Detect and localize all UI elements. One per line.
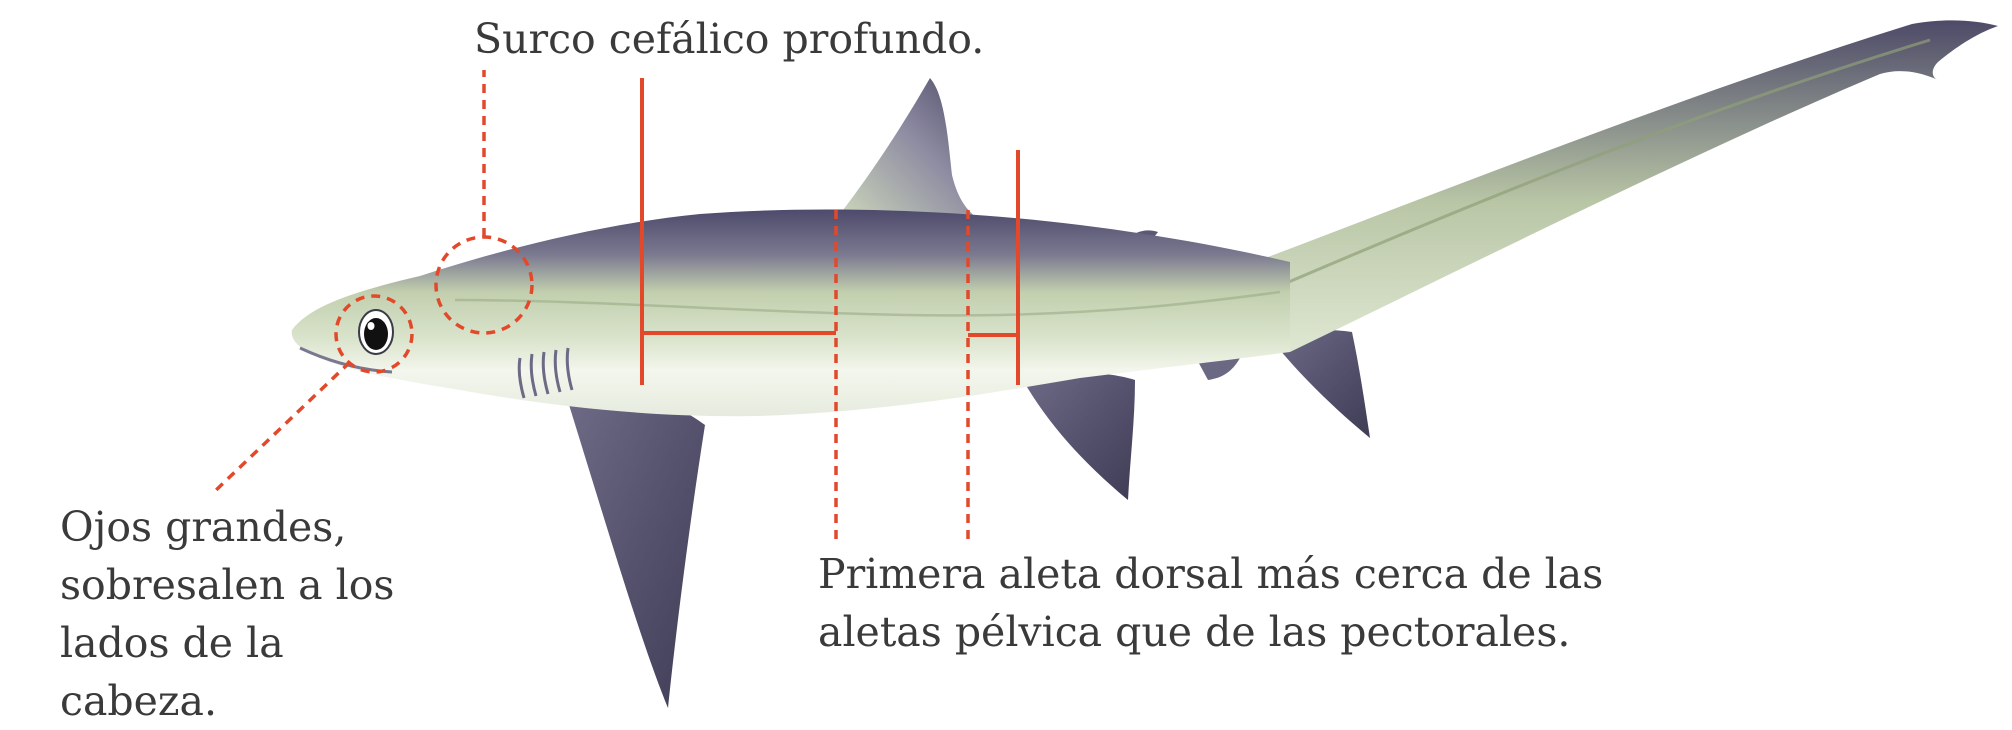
label-eyes: Ojos grandes, sobresalen a los lados de …	[60, 498, 394, 730]
label-eyes-line: sobresalen a los	[60, 561, 395, 609]
pectoral-fin	[565, 391, 705, 708]
label-eyes-line: cabeza.	[60, 677, 217, 725]
lateral-line	[454, 290, 1281, 317]
label-dorsal-line: Primera aleta dorsal más cerca de las	[818, 550, 1604, 598]
eye-highlight-circle	[334, 294, 414, 374]
first-dorsal-fin	[840, 78, 980, 220]
eye-leader-line	[212, 360, 352, 494]
tail-lateral-line	[1269, 38, 1931, 292]
label-cephalic-groove: Surco cefálico profundo.	[474, 15, 985, 63]
annotation-lines	[212, 70, 1020, 542]
label-eyes-line: lados de la	[60, 619, 284, 667]
shark-eye	[358, 309, 394, 355]
label-dorsal-line: aletas pélvica que de las pectorales.	[818, 608, 1571, 656]
caudal-fin-upper-lobe	[1255, 20, 1998, 352]
label-eyes-line: Ojos grandes,	[60, 503, 347, 551]
pelvic-fin	[1020, 372, 1135, 500]
shark-body	[291, 209, 1290, 417]
label-dorsal-fin: Primera aleta dorsal más cerca de las al…	[818, 545, 1603, 661]
gill-slits	[517, 347, 574, 399]
caudal-fin-lower-lobe	[1268, 329, 1370, 438]
